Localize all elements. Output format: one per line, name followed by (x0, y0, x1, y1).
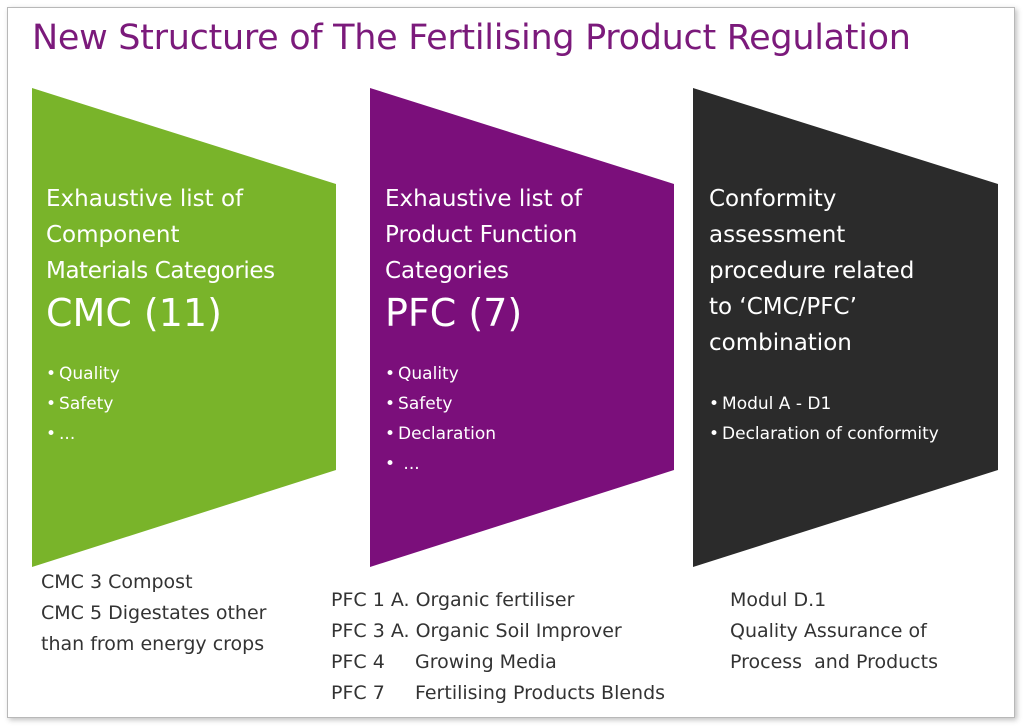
cmc-bullet: Quality (46, 359, 275, 389)
conformity-bullet: Modul A - D1 (709, 389, 939, 419)
pfc-bullets: Quality Safety Declaration ... (385, 359, 582, 479)
cmc-example-line: CMC 5 Digestates other (41, 602, 267, 624)
cmc-heading-line-1: Exhaustive list of (46, 186, 244, 212)
cmc-heading-line-2: Component (46, 222, 180, 248)
conformity-heading-line-3: procedure related (709, 258, 915, 284)
cmc-bullet: ... (46, 419, 275, 449)
page-title: New Structure of The Fertilising Product… (32, 18, 911, 58)
cmc-count: CMC (11) (46, 291, 222, 335)
cmc-bullet: Safety (46, 389, 275, 419)
pfc-example-line: PFC 7 Fertilising Products Blends (331, 682, 666, 704)
conformity-example-line: Modul D.1 (730, 589, 827, 611)
conformity-examples: Modul D.1 Quality Assurance of Process a… (730, 585, 938, 678)
conformity-bullets: Modul A - D1 Declaration of conformity (709, 389, 939, 449)
cmc-heading-line-3: Materials Categories (46, 258, 275, 284)
pfc-example-line: PFC 1 A. Organic fertiliser (331, 589, 575, 611)
pfc-bullet: Safety (385, 389, 582, 419)
pfc-heading-line-3: Categories (385, 258, 509, 284)
pfc-bullet: Quality (385, 359, 582, 389)
conformity-bullet: Declaration of conformity (709, 419, 939, 449)
conformity-heading-line-5: combination (709, 330, 852, 356)
pfc-example-line: PFC 3 A. Organic Soil Improver (331, 620, 622, 642)
pfc-bullet: ... (385, 449, 582, 479)
pfc-examples: PFC 1 A. Organic fertiliser PFC 3 A. Org… (331, 585, 665, 709)
conformity-heading-line-1: Conformity (709, 186, 837, 212)
pfc-heading-line-1: Exhaustive list of (385, 186, 583, 212)
pfc-heading-line-2: Product Function (385, 222, 578, 248)
cmc-bullets: Quality Safety ... (46, 359, 275, 449)
pfc-example-line: PFC 4 Growing Media (331, 651, 557, 673)
pfc-count: PFC (7) (385, 291, 523, 335)
cmc-examples: CMC 3 Compost CMC 5 Digestates other tha… (41, 567, 266, 660)
conformity-heading-line-4: to ‘CMC/PFC’ (709, 294, 857, 320)
cmc-example-line: CMC 3 Compost (41, 571, 193, 593)
conformity-example-line: Quality Assurance of (730, 620, 927, 642)
conformity-panel: Conformity assessment procedure related … (709, 181, 939, 449)
cmc-example-line: than from energy crops (41, 633, 265, 655)
pfc-panel: Exhaustive list of Product Function Cate… (385, 181, 582, 479)
conformity-example-line: Process and Products (730, 651, 938, 673)
pfc-bullet: Declaration (385, 419, 582, 449)
cmc-panel: Exhaustive list of Component Materials C… (46, 181, 275, 449)
conformity-heading-line-2: assessment (709, 222, 846, 248)
